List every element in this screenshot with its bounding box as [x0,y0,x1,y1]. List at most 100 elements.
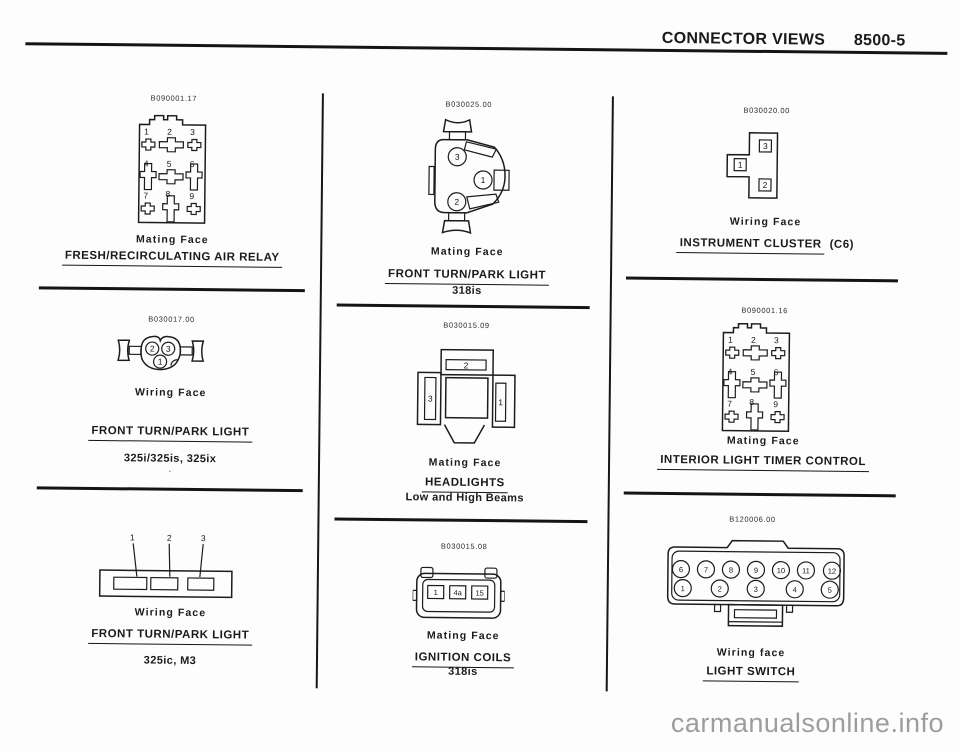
connector-diagram-9pin-relay: 1 2 3 4 5 6 7 8 9 [137,114,207,224]
face-label: Wiring Face [134,606,207,620]
watermark: carmanualsonline.info [670,708,944,738]
connector-title: INSTRUMENT CLUSTER(C6) [676,237,855,255]
cell-interior-light-timer-control: B090001.16 1 2 3 4 5 6 7 8 9 Mating Face… [629,304,899,473]
connector-title-suffix: (C6) [829,238,855,251]
page-number: 8500-5 [853,31,906,50]
separator [336,303,590,309]
pin-label: 2 [167,127,172,137]
pin-label: 1 [738,160,743,170]
connector-title: IGNITION COILS [411,651,515,669]
pin-label: 2 [454,197,459,207]
pin-label: 3 [165,344,170,354]
pin-label: 4a [453,588,462,597]
cell-instrument-cluster: B030020.00 3 1 2 Wiring Face INSTRUMENT … [631,104,901,255]
face-label: Wiring Face [134,386,207,400]
separator [625,276,899,282]
pin-label: 1 [157,357,162,367]
face-label: Wiring Face [729,215,802,229]
face-label: Mating Face [135,233,209,247]
pin-label: 1 [144,126,149,136]
model-subtitle: 318is [448,665,478,678]
pin-label: 1 [480,175,485,185]
pin-label: 2 [751,335,756,345]
pin-label: 12 [828,567,836,576]
connector-title: FRESH/RECIRCULATING AIR RELAY [61,249,283,268]
separator [38,286,305,292]
beam-subtitle: Low and High Beams [405,491,524,505]
separator [623,491,896,497]
pin-label: 2 [763,180,768,190]
pin-label: 8 [729,566,733,575]
face-label: Wiring face [716,646,786,660]
pin-label: 5 [828,586,832,595]
connector-diagram-light-switch: 6 7 8 9 10 11 12 1 2 3 4 5 [666,539,845,627]
face-label: Mating Face [726,434,800,448]
model-subtitle: 325ic, M3 [143,654,197,668]
connector-diagram-instrument-cluster: 3 1 2 [726,132,779,199]
pin-label: 1 [130,532,135,542]
pin-label: 9 [189,191,194,201]
cell-headlights: B030015.09 2 3 1 Mating Face HEADLIGHTS … [339,319,593,507]
connector-diagram-round-3pin: 2 3 1 [116,335,204,371]
figure-ref: B030017.00 [148,314,195,325]
pin-label: 2 [718,585,722,594]
pin-label: 7 [704,565,708,574]
cell-light-switch: B120006.00 6 7 8 9 10 11 12 1 2 3 4 5 [602,512,902,683]
face-label: Mating Face [428,456,502,470]
pin-label: 3 [454,152,459,162]
pin-label: 5 [751,367,756,377]
model-subtitle: 318is [452,284,482,298]
pin-label: 10 [777,566,785,575]
pin-label: 4 [793,585,797,594]
connector-diagram-headlight: 2 3 1 [416,348,516,444]
connector-title: FRONT TURN/PARK LIGHT [384,268,550,286]
pin-label: 6 [679,565,683,574]
column-divider-left [315,93,325,689]
pin-label: 3 [201,533,206,543]
face-label: Mating Face [430,245,504,259]
figure-ref: B030015.08 [440,541,488,552]
cell-front-turn-park-light-325i: B030017.00 2 3 1 Wiring Face FRONT TURN/… [39,312,303,474]
cell-front-turn-park-light-325ic: 1 2 3 Wiring Face FRONT TURN/PARK LIGHT … [37,529,304,669]
face-label: Mating Face [426,629,500,643]
connector-diagram-9pin-timer: 1 2 3 4 5 6 7 8 9 [721,322,791,432]
pin-label: 3 [774,335,779,345]
cell-front-turn-park-light-318is: B030025.00 3 1 2 Mating Face FRONT TURN/… [341,98,595,300]
connector-diagram-round-bayonet-3pin: 3 1 2 [427,118,510,235]
connector-diagram-ignition-coil: 1 4a 15 [412,566,505,619]
pin-label: 8 [749,397,754,407]
pin-label: 1 [434,588,438,597]
connector-title: LIGHT SWITCH [703,665,799,683]
pin-label: 3 [427,393,432,403]
pin-label: 9 [754,566,758,575]
connector-title: INTERIOR LIGHT TIMER CONTROL [657,453,869,473]
connector-title: HEADLIGHTS [421,476,508,494]
connector-title: FRONT TURN/PARK LIGHT [88,424,253,443]
figure-ref: B030015.09 [443,320,490,331]
figure-ref: B030020.00 [743,105,791,116]
cell-ignition-coils: B030015.08 1 4a 15 Mating Face IGNITION … [337,540,590,681]
pin-label: 11 [802,566,810,575]
separator [36,486,303,492]
pin-label: 5 [167,159,172,169]
pin-label: 2 [149,344,154,354]
figure-ref: B090001.16 [741,305,788,316]
connector-title: FRONT TURN/PARK LIGHT [88,627,253,646]
pin-label: 2 [167,533,172,543]
page-header: CONNECTOR VIEWS 8500-5 [662,30,906,51]
pin-label: 1 [498,397,503,407]
pin-label: 7 [143,190,148,200]
pin-label: 8 [165,189,170,199]
pin-label: 1 [681,584,685,593]
pin-label: 7 [727,399,732,409]
page-title: CONNECTOR VIEWS [661,29,826,49]
pin-label: 3 [190,127,195,137]
figure-ref: B030025.00 [445,99,493,110]
connector-diagram-flat-3pin: 1 2 3 [98,532,233,599]
figure-ref: B090001.17 [150,93,198,104]
pin-label: 15 [475,588,483,597]
pin-label: 9 [773,399,778,409]
figure-ref: B120006.00 [729,514,776,525]
pin-label: 1 [728,335,733,345]
